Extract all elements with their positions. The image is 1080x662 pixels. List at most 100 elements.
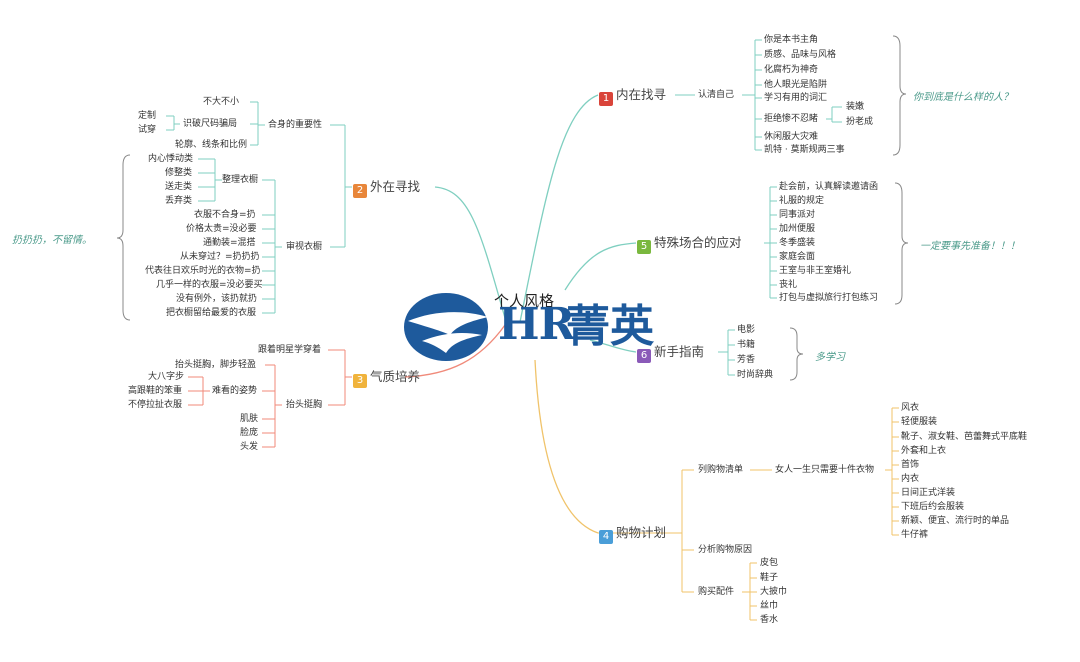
b4-ten-item[interactable]: 下班后约会服装 <box>901 502 965 512</box>
branch-3-number: 3 <box>353 374 367 388</box>
b2-wardrobe-item[interactable]: 从未穿过？=扔扔扔 <box>180 252 260 262</box>
b6-item[interactable]: 芳香 <box>737 355 756 365</box>
b4-acc-node[interactable]: 购买配件 <box>698 587 735 597</box>
b3-item[interactable]: 肌肤 <box>240 414 259 424</box>
b2-wardrobe-item[interactable]: 价格太贵=没必要 <box>186 224 257 234</box>
b2-organize-child[interactable]: 内心悸动类 <box>148 154 194 164</box>
branch-2-label: 外在寻找 <box>370 179 421 194</box>
b3-posture-child[interactable]: 大八字步 <box>148 372 185 382</box>
b1-item[interactable]: 拒绝惨不忍睹 <box>764 114 819 124</box>
b4-ten-item[interactable]: 轻便服装 <box>901 417 938 427</box>
b1-item[interactable]: 质感、品味与风格 <box>764 50 837 60</box>
b4-list-sub[interactable]: 女人一生只需要十件衣物 <box>775 465 875 475</box>
branch4-connector <box>534 359 599 534</box>
center-tagline: 个人风格 <box>494 292 555 310</box>
b2-size-child[interactable]: 定制 <box>138 111 157 121</box>
branch-1-number: 1 <box>599 92 613 106</box>
branch-2-number: 2 <box>353 184 367 198</box>
b2-wardrobe-item[interactable]: 把衣橱留给最爱的衣服 <box>166 308 257 318</box>
b4-ten-item[interactable]: 外套和上衣 <box>901 446 947 456</box>
b4-ten-item[interactable]: 新颖、便宜、流行时的单品 <box>901 516 1010 526</box>
b4-ten-item[interactable]: 靴子、淑女鞋、芭蕾舞式平底鞋 <box>901 432 1028 442</box>
b1-refuse-child[interactable]: 扮老成 <box>846 117 874 127</box>
b3-item[interactable]: 难看的姿势 <box>212 386 258 396</box>
b1-refuse-child[interactable]: 装嫩 <box>846 102 865 112</box>
b2-fit-item[interactable]: 轮廓、线条和比例 <box>175 140 248 150</box>
b1-item[interactable]: 学习有用的词汇 <box>764 93 828 103</box>
branch-3-label: 气质培养 <box>370 369 421 384</box>
b2-wardrobe-node[interactable]: 审视衣橱 <box>286 242 323 252</box>
b3-sub-node[interactable]: 抬头挺胸 <box>286 400 323 410</box>
branch5-connector <box>564 242 637 291</box>
b2-wardrobe-item[interactable]: 衣服不合身=扔 <box>194 210 256 220</box>
b1-sub-node[interactable]: 认清自己 <box>698 90 735 100</box>
b3-posture-child[interactable]: 高跟鞋的笨重 <box>128 386 183 396</box>
branch1-connector <box>519 94 599 323</box>
center-logo-en: HR <box>498 299 575 350</box>
b3-star-node[interactable]: 跟着明星学穿着 <box>258 345 322 355</box>
b3-item[interactable]: 脸庞 <box>240 428 259 438</box>
b4-ten-item[interactable]: 日间正式洋装 <box>901 488 956 498</box>
b5-item[interactable]: 王室与非王室婚礼 <box>779 266 852 276</box>
b1-item[interactable]: 你是本书主角 <box>764 35 819 45</box>
b4-acc-item[interactable]: 香水 <box>760 615 779 625</box>
b2-organize-node[interactable]: 整理衣橱 <box>222 175 259 185</box>
b2-wardrobe-item[interactable]: 没有例外，该扔就扔 <box>176 294 258 304</box>
branch-5-label: 特殊场合的应对 <box>654 235 742 250</box>
b3-item[interactable]: 抬头挺胸，脚步轻盈 <box>175 360 257 370</box>
center-logo-cn: 菁英 <box>566 301 654 352</box>
b5-item[interactable]: 同事派对 <box>779 210 816 220</box>
b4-ten-item[interactable]: 牛仔裤 <box>901 530 929 540</box>
b4-ten-item[interactable]: 首饰 <box>901 460 920 470</box>
b5-item[interactable]: 赴会前，认真解读邀请函 <box>779 182 879 192</box>
b2-organize-child[interactable]: 修整类 <box>165 168 193 178</box>
b5-item[interactable]: 丧礼 <box>779 280 798 290</box>
b2-organize-child[interactable]: 送走类 <box>165 182 193 192</box>
b5-item[interactable]: 礼服的规定 <box>779 196 825 206</box>
b4-acc-item[interactable]: 大披巾 <box>760 587 788 597</box>
b5-note: 一定要事先准备！！！ <box>920 241 1020 252</box>
eagle-logo-icon <box>404 293 488 361</box>
b2-fit-item[interactable]: 识破尺码骗局 <box>183 119 238 129</box>
b1-item[interactable]: 凯特 · 莫斯规两三事 <box>764 145 845 155</box>
b2-size-child[interactable]: 试穿 <box>138 125 157 135</box>
b2-wardrobe-item[interactable]: 通勤装=混搭 <box>203 238 256 248</box>
branch-6-label: 新手指南 <box>654 344 705 359</box>
branch-4-label: 购物计划 <box>616 525 667 540</box>
b3-posture-child[interactable]: 不停拉扯衣服 <box>128 400 183 410</box>
branch-6-number: 6 <box>637 349 651 363</box>
b4-acc-item[interactable]: 皮包 <box>760 558 779 568</box>
b4-list-node[interactable]: 列购物清单 <box>698 465 744 475</box>
b1-item[interactable]: 他人眼光是陷阱 <box>764 80 828 90</box>
b6-item[interactable]: 书籍 <box>737 340 756 350</box>
b2-fit-node[interactable]: 合身的重要性 <box>268 120 323 130</box>
b2-note: 扔扔扔，不留情。 <box>12 235 92 246</box>
branch3-connector <box>404 324 506 378</box>
b5-item[interactable]: 家庭会面 <box>779 252 816 262</box>
b2-organize-child[interactable]: 丢弃类 <box>165 196 193 206</box>
b2-wardrobe-item[interactable]: 代表往日欢乐时光的衣物=扔 <box>145 266 261 276</box>
b1-item[interactable]: 休闲服大灾难 <box>764 132 819 142</box>
b5-item[interactable]: 打包与虚拟旅行打包练习 <box>779 293 879 303</box>
b2-fit-item[interactable]: 不大不小 <box>203 97 240 107</box>
branch-4-number: 4 <box>599 530 613 544</box>
b6-item[interactable]: 电影 <box>737 325 756 335</box>
b1-item[interactable]: 化腐朽为神奇 <box>764 65 819 75</box>
b4-acc-item[interactable]: 丝巾 <box>760 601 779 611</box>
b4-acc-item[interactable]: 鞋子 <box>760 573 779 583</box>
b4-ten-item[interactable]: 风衣 <box>901 403 920 413</box>
b3-item[interactable]: 头发 <box>240 442 259 452</box>
b5-item[interactable]: 加州便服 <box>779 224 816 234</box>
b6-item[interactable]: 时尚辞典 <box>737 370 774 380</box>
branch-5-number: 5 <box>637 240 651 254</box>
b5-item[interactable]: 冬季盛装 <box>779 238 816 248</box>
b4-ten-item[interactable]: 内衣 <box>901 474 920 484</box>
b4-reason-node[interactable]: 分析购物原因 <box>698 545 753 555</box>
b2-wardrobe-item[interactable]: 几乎一样的衣服=没必要买 <box>156 280 263 290</box>
